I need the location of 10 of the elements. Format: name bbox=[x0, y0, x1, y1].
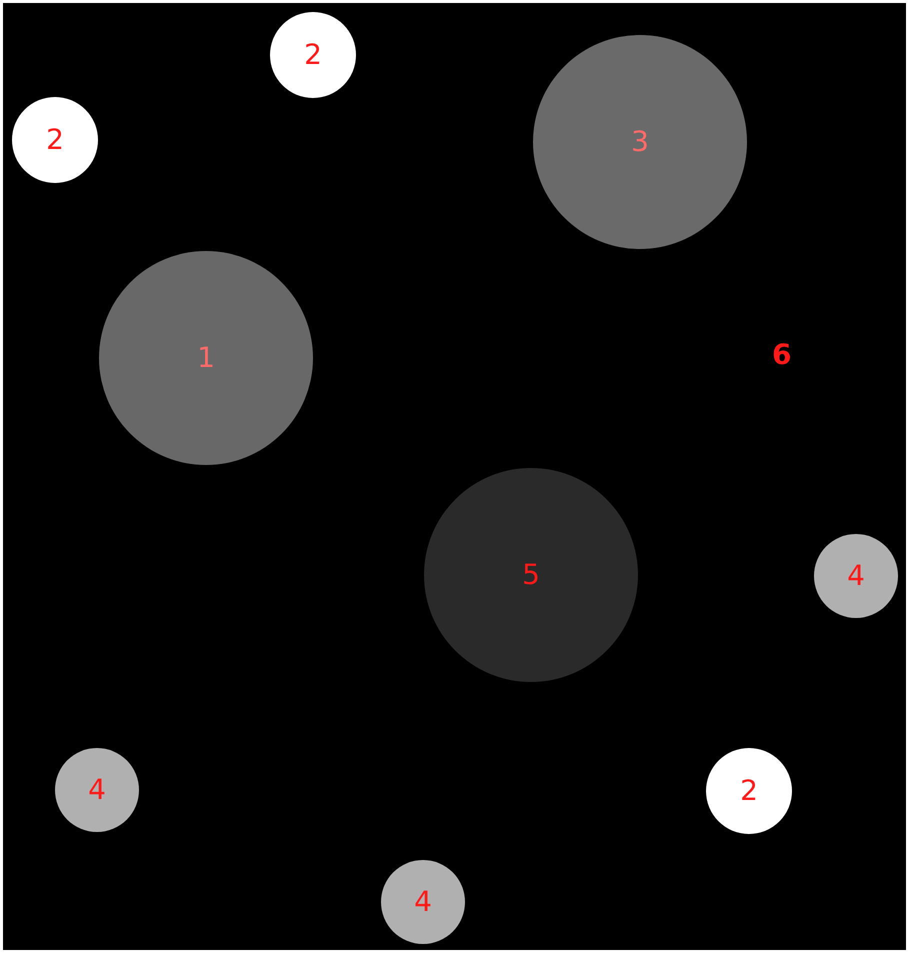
region-number: 6 bbox=[772, 341, 792, 369]
region-number: 4 bbox=[88, 776, 106, 804]
region-number: 4 bbox=[414, 888, 432, 916]
region-number: 3 bbox=[631, 128, 649, 156]
region-number: 4 bbox=[847, 562, 865, 590]
region-number: 2 bbox=[740, 777, 758, 805]
region-number: 5 bbox=[522, 561, 540, 589]
region-number: 2 bbox=[304, 41, 322, 69]
region-number: 2 bbox=[46, 126, 64, 154]
region-number: 1 bbox=[197, 344, 215, 372]
